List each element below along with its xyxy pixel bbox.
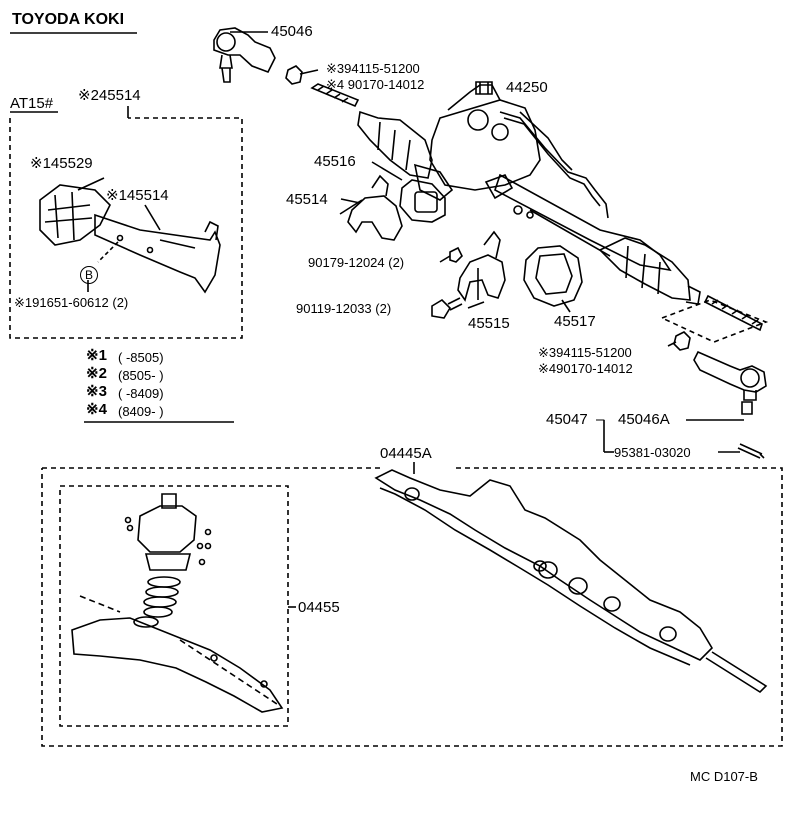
nut-top <box>285 65 303 85</box>
tie-rod-end-top <box>213 27 276 83</box>
part-label-90179: 90179-12024 (2) <box>308 255 405 270</box>
cotter-pin <box>737 443 765 459</box>
part-label-45516: 45516 <box>314 153 356 170</box>
rack-housing-04445A <box>374 469 768 694</box>
part-label-nut-a-1: ※394115-51200 <box>326 61 420 76</box>
rack-assembly-box <box>41 462 783 747</box>
part-label-90119: 90119-12033 (2) <box>296 301 392 316</box>
legend-range-3: ( -8409) <box>118 386 164 401</box>
bracket-45514 <box>339 174 403 241</box>
rack-end-top <box>310 83 360 108</box>
part-label-45046A: 45046A <box>618 411 670 428</box>
part-label-nut-b-2: ※490170-14012 <box>538 361 633 376</box>
bolt-90119 <box>431 297 463 319</box>
bracket-145514 <box>94 213 221 294</box>
control-valve-box <box>59 485 289 727</box>
legend-mark-2: ※2 <box>86 365 107 382</box>
bushing-45517 <box>523 245 583 307</box>
bolt-90179 <box>449 246 463 263</box>
part-label-45047: 45047 <box>546 411 588 428</box>
bolt-symbol-b: B <box>80 266 98 284</box>
part-label-245514: ※245514 <box>78 87 141 104</box>
control-valve-04455 <box>71 493 284 713</box>
legend-mark-1: ※1 <box>86 347 107 364</box>
bracket-45515 <box>457 230 506 302</box>
steering-gear-housing <box>357 81 701 305</box>
inset-box-at15 <box>9 106 243 339</box>
variant-label-at15: AT15# <box>10 95 54 112</box>
part-label-nut-a-2: ※4 90170-14012 <box>326 77 425 92</box>
brand-title: TOYODA KOKI <box>12 11 125 28</box>
label-dash: – <box>596 411 605 428</box>
legend-range-2: (8505- ) <box>118 368 164 383</box>
tie-rod-end-bottom <box>693 350 767 415</box>
legend-range-1: ( -8505) <box>118 350 164 365</box>
legend-mark-3: ※3 <box>86 383 107 400</box>
part-label-145529: ※145529 <box>30 155 93 172</box>
part-label-95381: 95381-03020 <box>614 445 691 460</box>
part-label-145514: ※145514 <box>106 187 169 204</box>
part-label-45046: 45046 <box>271 23 313 40</box>
part-label-04445A: 04445A <box>380 445 432 462</box>
part-label-nut-b-1: ※394115-51200 <box>538 345 632 360</box>
part-label-191651: ※191651-60612 (2) <box>14 295 129 310</box>
diagram-code: MC D107-B <box>690 769 758 784</box>
legend-mark-4: ※4 <box>86 401 107 418</box>
nut-bottom <box>673 331 691 351</box>
part-label-45515: 45515 <box>468 315 510 332</box>
part-label-45517: 45517 <box>554 313 596 330</box>
legend-range-4: (8409- ) <box>118 404 164 419</box>
bushing-45516 <box>399 179 446 223</box>
bracket-145529 <box>39 184 111 246</box>
part-label-44250: 44250 <box>506 79 548 96</box>
part-label-45514: 45514 <box>286 191 328 208</box>
rack-end-bottom <box>661 294 769 343</box>
part-label-04455: 04455 <box>298 599 340 616</box>
